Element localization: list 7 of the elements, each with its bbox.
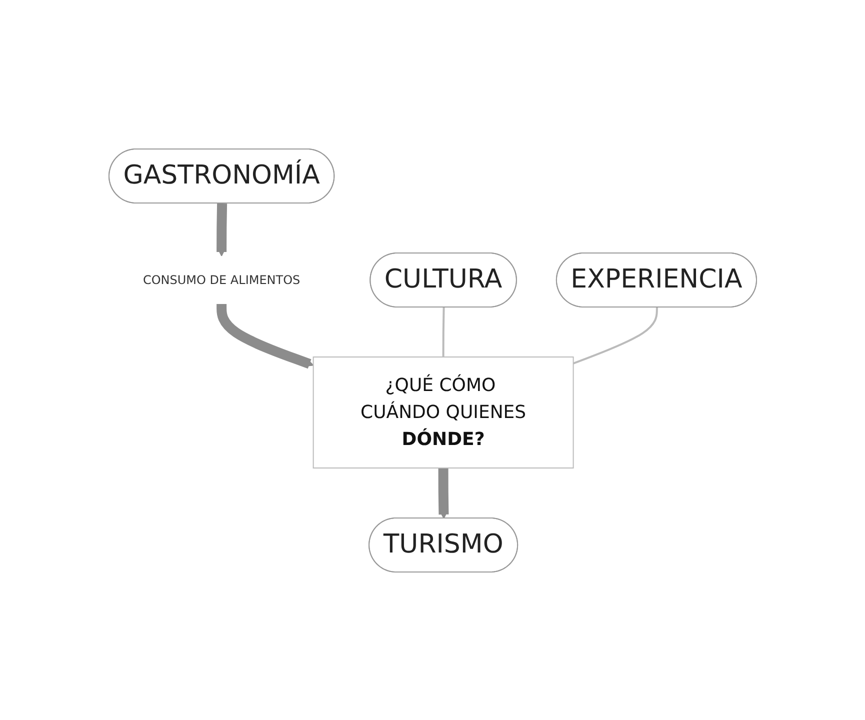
arrow <box>216 303 314 368</box>
connector <box>572 306 658 364</box>
node-text: CONSUMO DE ALIMENTOS <box>142 272 300 286</box>
arrow <box>216 202 227 256</box>
connector <box>442 306 445 356</box>
node-box: ¿QUÉ CÓMO CUÁNDO QUIENES DÓNDE? <box>312 356 574 468</box>
arrow <box>438 466 448 518</box>
